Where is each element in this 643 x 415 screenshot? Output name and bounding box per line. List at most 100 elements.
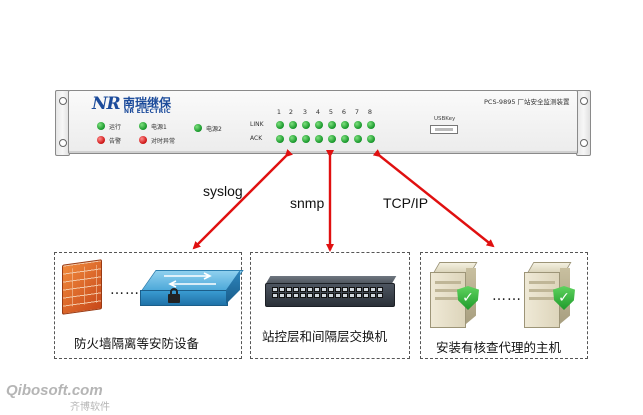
switch-port [279, 287, 285, 292]
caption-security-devices: 防火墙隔离等安防设备 [74, 336, 200, 351]
switch-port [342, 287, 348, 292]
logo-english-name: NR ELECTRIC [124, 108, 171, 115]
lock-icon [170, 288, 178, 296]
ellipsis-left: …… [110, 282, 140, 298]
indicator-label-power1: 电源1 [151, 124, 167, 131]
port-number: 5 [328, 108, 334, 116]
box-security-devices [54, 252, 242, 359]
switch-port [293, 293, 299, 298]
led-link-7 [354, 121, 362, 129]
switch-port [279, 293, 285, 298]
server-slot [529, 297, 555, 300]
check-shield-icon: ✓ [553, 286, 575, 310]
switch-port [307, 287, 313, 292]
switch-port [328, 287, 334, 292]
indicator-label-run: 运行 [109, 124, 122, 131]
caption-hosts: 安装有核查代理的主机 [436, 340, 562, 355]
switch-port [342, 293, 348, 298]
watermark-logo: Qibosoft.com [6, 382, 103, 399]
switch-port [300, 287, 306, 292]
led-link-8 [367, 121, 375, 129]
device-model-label: PCS-9895 厂站安全监测装置 [484, 98, 570, 106]
caption-switches: 站控层和间隔层交换机 [262, 329, 388, 344]
server-slot [435, 289, 461, 292]
led-link-2 [289, 121, 297, 129]
logo-chinese-name: 南瑞继保 [123, 96, 172, 110]
led-ack-1 [276, 135, 284, 143]
switch-ports [272, 287, 383, 298]
switch-port [293, 287, 299, 292]
port-row-label-ack: ACK [250, 135, 263, 142]
usb-port [430, 125, 458, 134]
switch-port [321, 293, 327, 298]
server-slot [529, 281, 555, 284]
led-link-4 [315, 121, 323, 129]
usb-key-label: USBKey [434, 116, 456, 122]
switch-port [286, 293, 292, 298]
port-number: 4 [315, 108, 321, 116]
switch-port [314, 293, 320, 298]
port-row-label-link: LINK [250, 121, 264, 128]
switch-arrows-icon [164, 272, 216, 288]
server-slot [529, 289, 555, 292]
ellipsis-right: …… [492, 288, 522, 304]
rack-ear-right [576, 90, 591, 156]
switch-port [377, 287, 383, 292]
nr-logo-mark: NR [92, 94, 121, 114]
switch-port [307, 293, 313, 298]
switch-port [356, 287, 362, 292]
led-power1 [139, 122, 147, 130]
switch-port [314, 287, 320, 292]
switch-port [363, 287, 369, 292]
port-number: 7 [354, 108, 360, 116]
switch-port [370, 293, 376, 298]
security-device-front [140, 290, 228, 306]
server-slot [435, 297, 461, 300]
watermark-chinese: 齐博软件 [70, 402, 110, 413]
port-number: 3 [302, 108, 308, 116]
port-number: 8 [367, 108, 373, 116]
led-ack-2 [289, 135, 297, 143]
led-time-sync-error [139, 136, 147, 144]
screw [580, 139, 588, 147]
switch-port [286, 287, 292, 292]
switch-port [335, 293, 341, 298]
led-link-6 [341, 121, 349, 129]
switch-port [335, 287, 341, 292]
server-slot [435, 281, 461, 284]
arrow-syslog [192, 148, 294, 250]
switch-port [328, 293, 334, 298]
label-snmp: snmp [290, 195, 325, 211]
switch-port [300, 293, 306, 298]
firewall-icon [62, 259, 102, 315]
led-link-1 [276, 121, 284, 129]
led-ack-4 [315, 135, 323, 143]
led-run [97, 122, 105, 130]
screw [59, 139, 67, 147]
screw [580, 97, 588, 105]
label-tcpip: TCP/IP [383, 195, 429, 211]
switch-port [321, 287, 327, 292]
led-power2 [194, 124, 202, 132]
switch-port [272, 287, 278, 292]
box-switches [250, 252, 410, 359]
led-ack-3 [302, 135, 310, 143]
screw [59, 97, 67, 105]
switch-port [363, 293, 369, 298]
switch-port [349, 287, 355, 292]
led-alarm [97, 136, 105, 144]
switch-port [272, 293, 278, 298]
switch-port [377, 293, 383, 298]
lock-icon-body [168, 294, 180, 303]
led-link-5 [328, 121, 336, 129]
port-number: 2 [288, 108, 294, 116]
led-ack-5 [328, 135, 336, 143]
port-number: 6 [341, 108, 347, 116]
led-ack-7 [354, 135, 362, 143]
indicator-label-alarm: 告警 [109, 138, 122, 145]
switch-port [349, 293, 355, 298]
led-ack-6 [341, 135, 349, 143]
indicator-label-power2: 电源2 [206, 126, 222, 133]
label-syslog: syslog [203, 183, 243, 199]
